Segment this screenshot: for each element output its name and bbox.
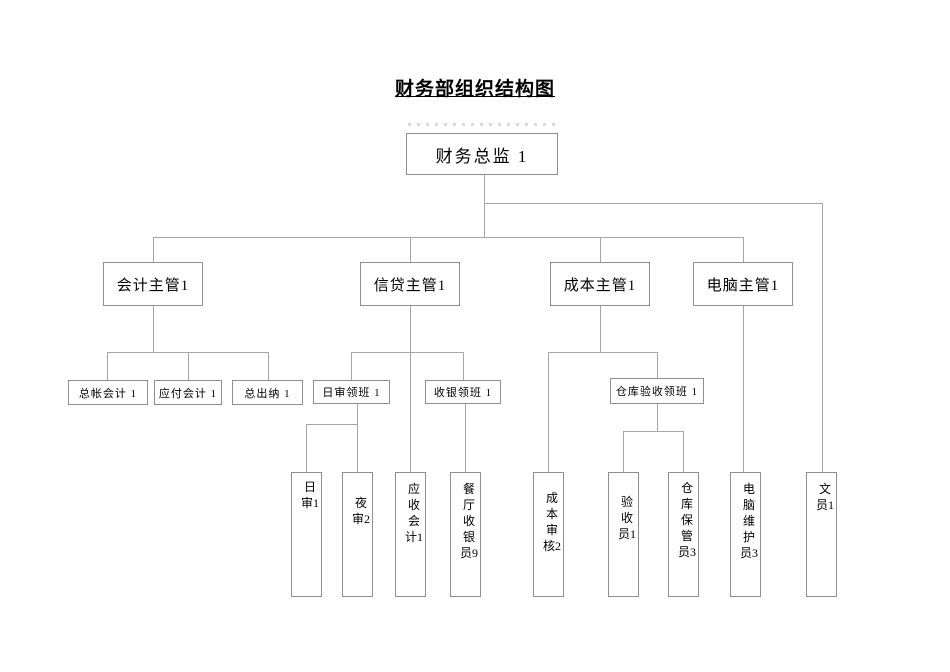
node-label: 餐厅收银员9 xyxy=(459,482,478,560)
org-node-warehouse-inspection-foreman: 仓库验收领班 1 xyxy=(610,378,704,404)
org-node-accounting-manager: 会计主管1 xyxy=(103,262,203,306)
connector-line xyxy=(548,352,549,472)
org-node-inspector: 验收员1 xyxy=(608,472,639,597)
connector-line xyxy=(188,352,189,380)
org-node-finance-director: 财务总监 1 xyxy=(406,133,558,175)
connector-line xyxy=(484,203,485,237)
connector-line xyxy=(822,203,823,472)
connector-line xyxy=(548,352,657,353)
connector-line xyxy=(743,237,744,262)
connector-line xyxy=(153,237,154,262)
org-node-computer-maintainer: 电脑维护员3 xyxy=(730,472,761,597)
connector-line xyxy=(600,237,601,262)
connector-line xyxy=(153,306,154,352)
connector-line xyxy=(683,431,684,472)
connector-line xyxy=(410,237,411,262)
node-label: 仓库保管员3 xyxy=(677,481,696,559)
connector-line xyxy=(743,306,744,472)
org-node-receivable-accountant: 应收会计1 xyxy=(395,472,426,597)
org-node-restaurant-cashier: 餐厅收银员9 xyxy=(450,472,481,597)
org-node-general-ledger-accountant: 总帐会计 1 xyxy=(68,380,148,405)
connector-line xyxy=(623,431,624,472)
org-node-cashier-foreman: 收银领班 1 xyxy=(425,380,501,404)
clipped-text-artifact xyxy=(408,123,556,126)
connector-line xyxy=(153,237,743,238)
org-node-chief-cashier: 总出纳 1 xyxy=(232,380,303,405)
page-title: 财务部组织结构图 xyxy=(394,79,555,100)
connector-line xyxy=(107,352,108,380)
org-node-cost-manager: 成本主管1 xyxy=(550,262,650,306)
org-node-payable-accountant: 应付会计 1 xyxy=(154,380,222,405)
connector-line xyxy=(410,306,411,472)
org-node-warehouse-keeper: 仓库保管员3 xyxy=(668,472,699,597)
node-label: 验收员1 xyxy=(617,495,636,541)
connector-line xyxy=(657,404,658,431)
org-node-computer-manager: 电脑主管1 xyxy=(693,262,793,306)
connector-line xyxy=(351,352,463,353)
node-label: 电脑维护员3 xyxy=(739,482,758,560)
connector-line xyxy=(465,404,466,472)
connector-line xyxy=(657,352,658,378)
node-label: 文员1 xyxy=(815,482,834,512)
node-label: 夜审2 xyxy=(351,496,370,526)
connector-line xyxy=(484,203,822,204)
connector-line xyxy=(306,424,357,425)
connector-line xyxy=(623,431,683,432)
node-label: 日审1 xyxy=(300,480,319,510)
connector-line xyxy=(268,352,269,380)
org-node-day-auditor: 日审1 xyxy=(291,472,322,597)
connector-line xyxy=(484,175,485,203)
connector-line xyxy=(107,352,268,353)
connector-line xyxy=(306,424,307,472)
node-label: 应收会计1 xyxy=(404,482,423,544)
node-label: 成本审核2 xyxy=(542,491,561,553)
connector-line xyxy=(357,404,358,473)
connector-line xyxy=(351,352,352,380)
org-node-credit-manager: 信贷主管1 xyxy=(360,262,460,306)
org-node-cost-auditor: 成本审核2 xyxy=(533,472,564,597)
org-node-day-audit-foreman: 日审领班 1 xyxy=(313,380,390,404)
org-node-night-auditor: 夜审2 xyxy=(342,472,373,597)
connector-line xyxy=(600,306,601,352)
org-node-clerk: 文员1 xyxy=(806,472,837,597)
connector-line xyxy=(463,352,464,380)
